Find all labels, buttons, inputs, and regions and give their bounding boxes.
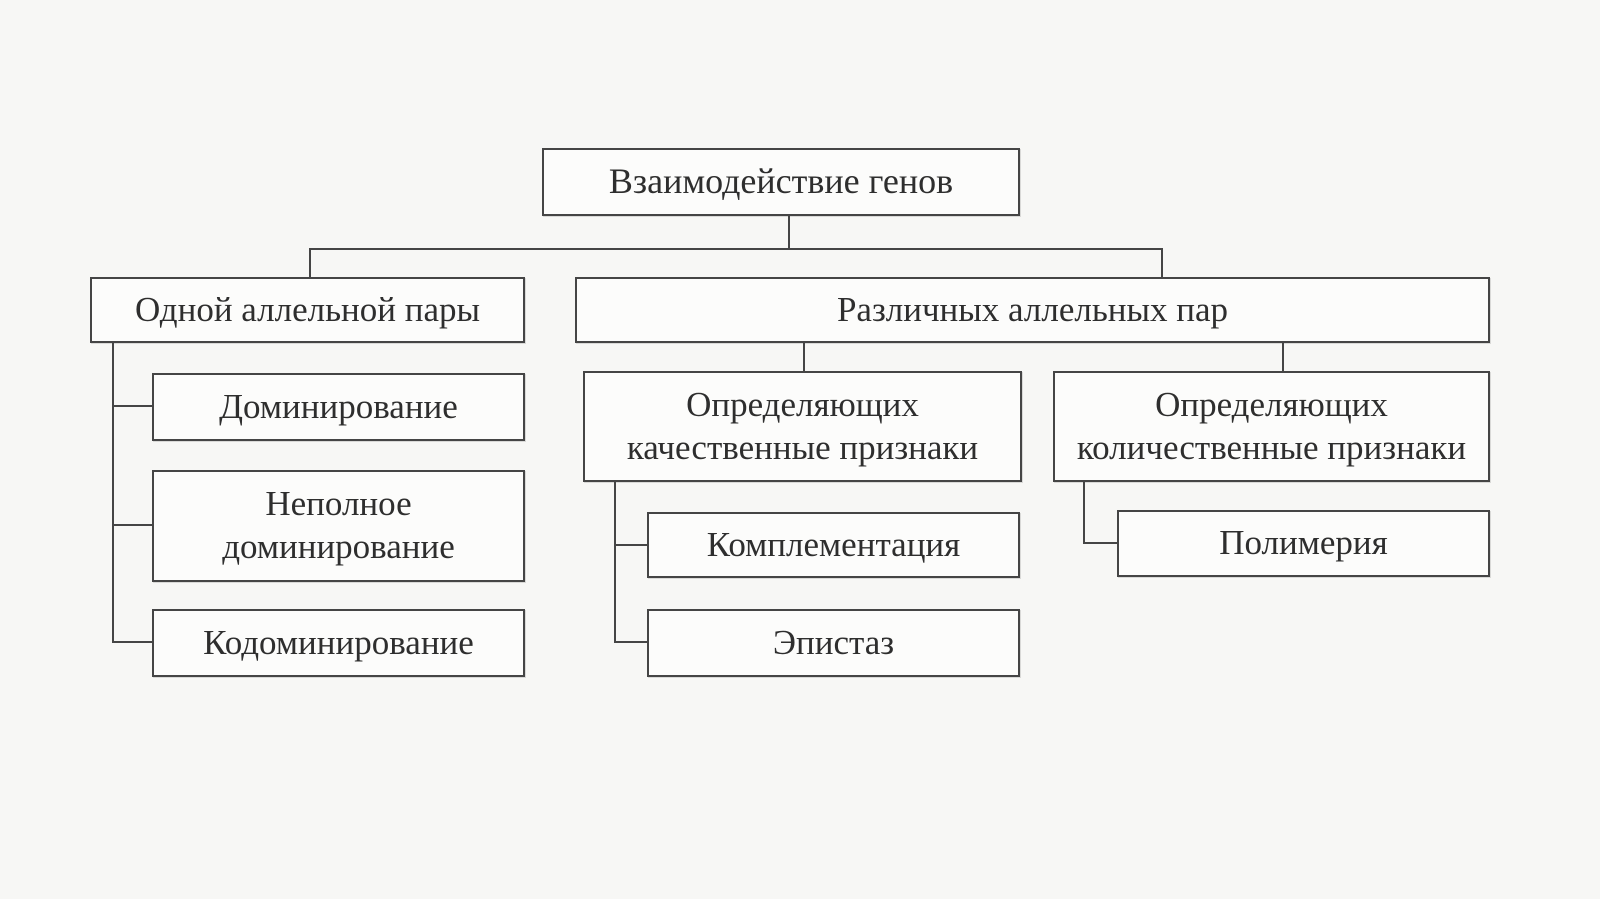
node-polymery: Полимерия — [1117, 510, 1490, 577]
node-quantitative-traits-line2: количественные признаки — [1076, 427, 1467, 467]
connector-stub-codominance — [112, 641, 152, 643]
connector-level1-horizontal — [309, 248, 1163, 250]
node-different-allelic-pairs: Различных аллельных пар — [575, 277, 1490, 343]
node-codominance: Кодоминирование — [152, 609, 525, 677]
connector-drop-left-branch — [309, 248, 311, 279]
connector-right-spine — [1083, 482, 1085, 544]
node-quantitative-traits: Определяющих количественные признаки — [1053, 371, 1490, 482]
node-complementation: Комплементация — [647, 512, 1020, 578]
connector-stub-complementation — [614, 544, 647, 546]
node-qualitative-traits-line1: Определяющих — [686, 384, 919, 424]
connector-root-stem — [788, 216, 790, 250]
connector-stub-dominance — [112, 405, 152, 407]
node-incomplete-dominance-line2: доминирование — [222, 527, 455, 566]
node-one-allelic-pair: Одной аллельной пары — [90, 277, 525, 343]
connector-stub-epistasis — [614, 641, 647, 643]
node-dominance: Доминирование — [152, 373, 525, 441]
connector-drop-qualitative — [803, 343, 805, 371]
node-root: Взаимодействие генов — [542, 148, 1020, 216]
connector-stub-polymery — [1083, 542, 1117, 544]
node-qualitative-traits-line2: качественные признаки — [626, 427, 979, 467]
node-incomplete-dominance-line1: Неполное — [265, 484, 412, 524]
connector-left-spine — [112, 343, 114, 643]
node-incomplete-dominance: Неполное доминирование — [152, 470, 525, 582]
node-epistasis: Эпистаз — [647, 609, 1020, 677]
connector-drop-right-branch — [1161, 248, 1163, 279]
connector-middle-spine — [614, 482, 616, 643]
connector-drop-quantitative — [1282, 343, 1284, 371]
node-quantitative-traits-line1: Определяющих — [1155, 384, 1388, 424]
connector-stub-incomplete-dominance — [112, 524, 152, 526]
node-qualitative-traits: Определяющих качественные признаки — [583, 371, 1022, 482]
